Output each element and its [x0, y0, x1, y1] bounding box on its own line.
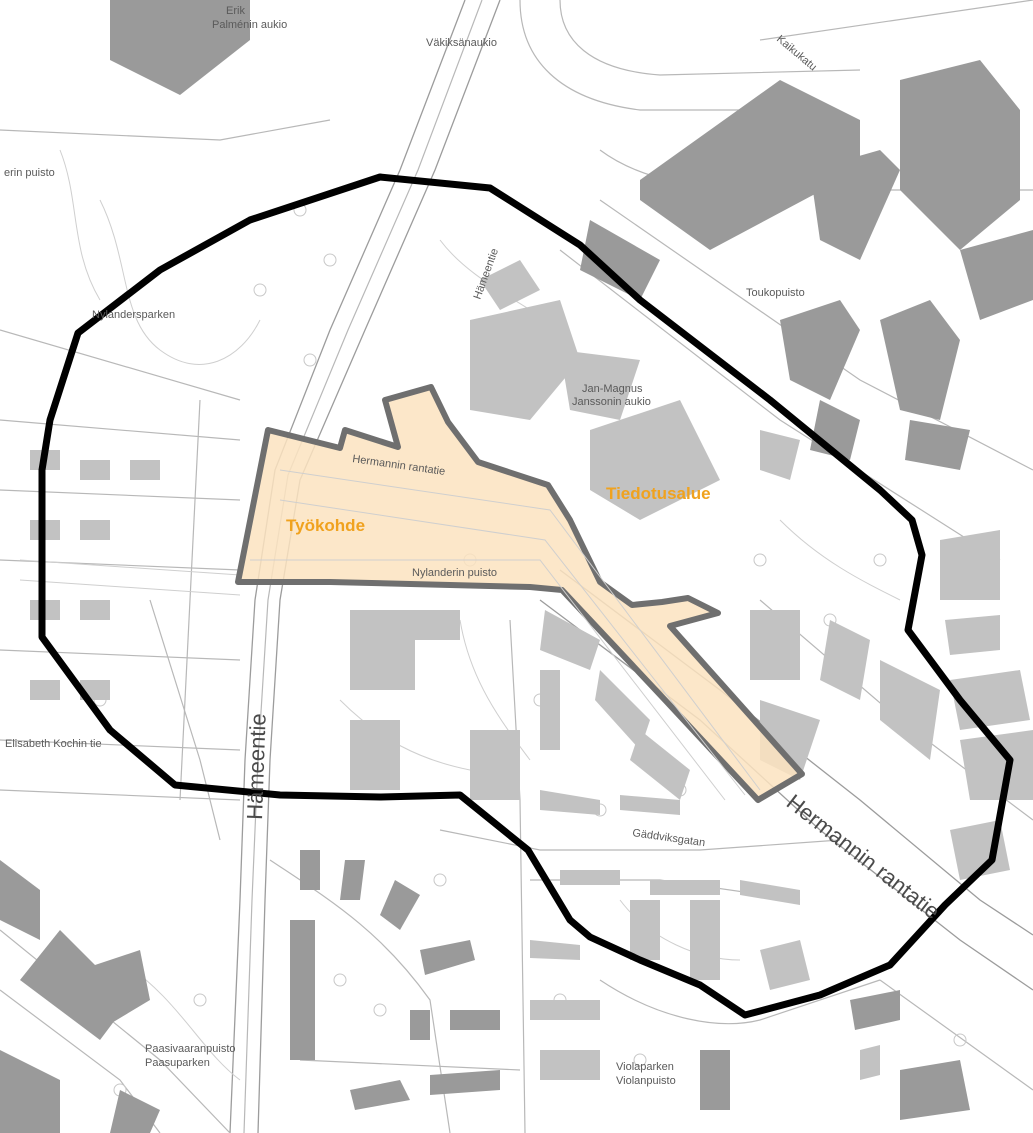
place-label-toukopuisto: Toukopuisto — [746, 287, 805, 299]
work-site-lines — [250, 469, 761, 801]
place-label-erik: Erik — [226, 5, 245, 17]
info-area-label: Tiedotusalue — [606, 484, 711, 503]
work-site-label: Työkohde — [286, 516, 365, 535]
place-label-vaakisanaukio: Väkiksänaukio — [426, 37, 497, 49]
place-label-erin-puisto: erin puisto — [4, 167, 55, 179]
street-label-elisabeth-kochin-tie: Elisabeth Kochin tie — [5, 738, 102, 750]
place-label-palmenin-aukio: Palménin aukio — [212, 19, 287, 31]
place-label-violanpuisto: Violanpuisto — [616, 1075, 676, 1087]
work-site-area[interactable] — [235, 384, 805, 803]
place-label-jan-magnus: Jan-Magnus — [582, 383, 643, 395]
place-label-paasuparken: Paasuparken — [145, 1057, 210, 1069]
info-area-outline[interactable] — [38, 173, 1014, 1019]
street-label-hameentie: Hämeentie — [242, 713, 271, 820]
place-label-janssonin-aukio: Janssonin aukio — [572, 396, 651, 408]
place-label-nylandersparken: Nylandersparken — [92, 309, 175, 321]
place-label-violaparken: Violaparken — [616, 1061, 674, 1073]
place-label-nylanderin-puisto: Nylanderin puisto — [412, 567, 497, 579]
place-label-paasivaaranpuisto: Paasivaaranpuisto — [145, 1043, 236, 1055]
